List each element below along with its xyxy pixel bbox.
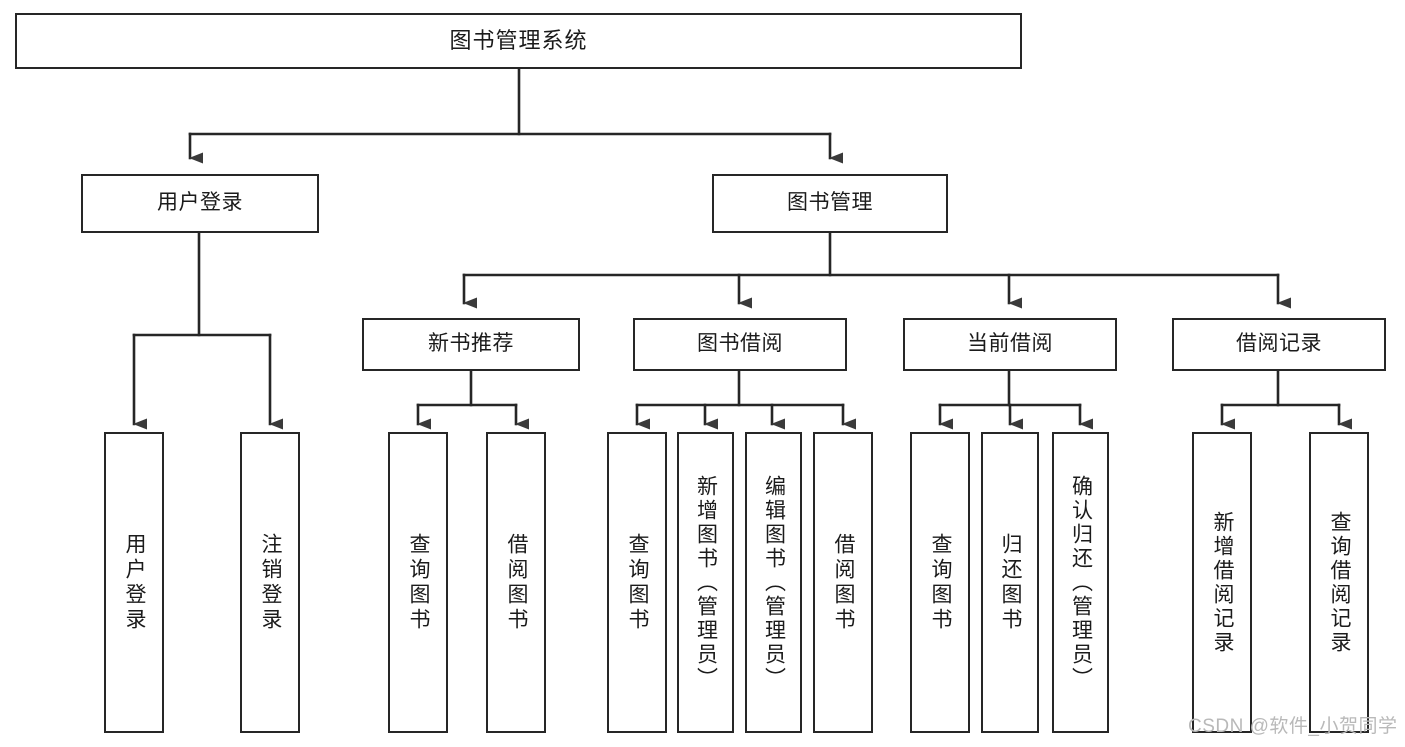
node-label: 用户登录 — [157, 191, 243, 215]
node-label: 图书借阅 — [697, 332, 783, 356]
node-label: 用户登录 — [123, 532, 147, 633]
leaf-borrow-record-query[interactable]: 查询借阅记录 — [1309, 432, 1369, 733]
leaf-book-borrow-edit[interactable]: 编辑图书（管理员） — [745, 432, 802, 733]
node-borrow-record[interactable]: 借阅记录 — [1172, 318, 1386, 371]
leaf-book-borrow-query[interactable]: 查询图书 — [607, 432, 667, 733]
leaf-book-borrow-add[interactable]: 新增图书（管理员） — [677, 432, 734, 733]
node-new-book-recommend[interactable]: 新书推荐 — [362, 318, 580, 371]
node-label: 查询图书 — [407, 532, 431, 633]
node-label: 新增图书（管理员） — [694, 474, 718, 691]
node-label: 当前借阅 — [967, 332, 1053, 356]
leaf-new-book-query[interactable]: 查询图书 — [388, 432, 448, 733]
node-label: 图书管理系统 — [449, 28, 588, 54]
node-label: 图书管理 — [787, 191, 873, 215]
node-label: 编辑图书（管理员） — [762, 474, 786, 691]
node-label: 查询借阅记录 — [1328, 510, 1352, 655]
node-label: 新增借阅记录 — [1211, 510, 1235, 655]
node-label: 新书推荐 — [428, 332, 514, 356]
node-label: 查询图书 — [626, 532, 650, 633]
node-book-management-system[interactable]: 图书管理系统 — [15, 13, 1022, 69]
node-label: 借阅记录 — [1236, 332, 1322, 356]
leaf-user-login-signin[interactable]: 用户登录 — [104, 432, 164, 733]
node-label: 借阅图书 — [832, 532, 856, 633]
node-book-management[interactable]: 图书管理 — [712, 174, 948, 233]
leaf-current-borrow-return[interactable]: 归还图书 — [981, 432, 1039, 733]
leaf-current-borrow-query[interactable]: 查询图书 — [910, 432, 970, 733]
node-label: 借阅图书 — [505, 532, 529, 633]
node-book-borrow[interactable]: 图书借阅 — [633, 318, 847, 371]
node-current-borrow[interactable]: 当前借阅 — [903, 318, 1117, 371]
leaf-borrow-record-add[interactable]: 新增借阅记录 — [1192, 432, 1252, 733]
leaf-current-borrow-confirm-return[interactable]: 确认归还（管理员） — [1052, 432, 1109, 733]
node-label: 确认归还（管理员） — [1069, 474, 1093, 691]
node-label: 查询图书 — [929, 532, 953, 633]
leaf-book-borrow-borrow[interactable]: 借阅图书 — [813, 432, 873, 733]
node-label: 归还图书 — [999, 532, 1023, 633]
leaf-user-login-signout[interactable]: 注销登录 — [240, 432, 300, 733]
leaf-new-book-borrow[interactable]: 借阅图书 — [486, 432, 546, 733]
node-label: 注销登录 — [259, 532, 283, 633]
node-user-login[interactable]: 用户登录 — [81, 174, 319, 233]
